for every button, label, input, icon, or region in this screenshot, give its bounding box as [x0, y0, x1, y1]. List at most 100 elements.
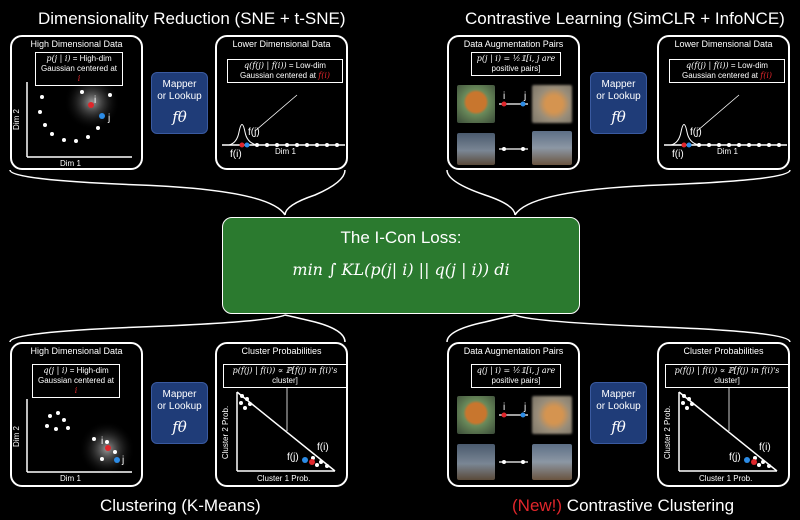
note-math: p(j | i)	[46, 54, 71, 63]
photo-dog-blurred	[532, 85, 572, 123]
axis-dim2: Dim 2	[11, 109, 21, 130]
label-fi: f(i)	[230, 149, 242, 160]
panel-title: Data Augmentation Pairs	[463, 346, 564, 356]
photo-bike-crop	[532, 444, 572, 480]
center-equation: min ∫ KL(p(j| i) || q(j | i)) di	[292, 260, 510, 279]
label-fi: f(i)	[760, 71, 773, 80]
label-fi: f(i)	[318, 71, 331, 80]
label-j: j	[524, 91, 527, 102]
mapper-line2: or Lookup	[157, 401, 202, 412]
note-cluster: p(f(j) | f(i)) ∝ ℙ[f(j) in f(i)'s cluste…	[223, 364, 347, 388]
axis-dim1: Dim 1	[60, 474, 81, 483]
new-tag: (New!)	[512, 496, 563, 515]
note-math: q(j | i)	[43, 366, 68, 375]
label-i: i	[77, 74, 81, 83]
note-text: cluster]	[714, 376, 740, 385]
label-fi: f(i)	[759, 442, 771, 453]
axis-dim1: Dim 1	[60, 159, 81, 168]
axis-dim1: Dim 1	[275, 147, 296, 156]
panel-cluster-probs-bl: Cluster Probabilities p(f(j) | f(i)) ∝ ℙ…	[215, 342, 348, 487]
axis-dim2: Dim 2	[11, 426, 21, 447]
label-fj: f(j)	[248, 127, 260, 138]
panel-title: Lower Dimensional Data	[232, 39, 331, 49]
mapper-line1: Mapper	[162, 79, 197, 90]
note-math: p(f(j) | f(i)) ∝ ℙ[f(j) in f(i)'s	[674, 366, 780, 375]
panel-title: High Dimensional Data	[30, 39, 123, 49]
label-j: j	[122, 455, 125, 466]
photo-dog	[457, 396, 495, 434]
note-q-high-dim: q(j | i) = High-dim Gaussian centered at…	[32, 364, 120, 398]
mapper-line1: Mapper	[162, 389, 197, 400]
label-i: i	[94, 95, 97, 106]
lower-dim-plot	[664, 94, 787, 148]
mapper-bl: Mapper or Lookup fθ	[151, 382, 208, 444]
simplex-plot	[678, 386, 778, 472]
panel-lower-dim-tr: Lower Dimensional Data q(f(j) | f(i)) = …	[657, 35, 790, 170]
panel-aug-pairs-br: Data Augmentation Pairs q(j | i) = ½𝟙[i,…	[447, 342, 580, 487]
lower-dim-plot	[222, 94, 345, 148]
panel-title: Lower Dimensional Data	[674, 39, 773, 49]
mapper-line2: or Lookup	[157, 91, 202, 102]
mapper-line1: Mapper	[601, 389, 636, 400]
photo-bike	[457, 133, 495, 165]
note-aug-p: p(j | i) = ½𝟙[i, j are positive pairs]	[471, 52, 561, 76]
note-text: positive pairs]	[491, 64, 541, 73]
panel-lower-dim: Lower Dimensional Data q(f(j) | f(i)) = …	[215, 35, 348, 170]
axis-cluster2: Cluster 2 Prob.	[663, 405, 673, 460]
note-text: positive pairs]	[491, 376, 541, 385]
panel-cluster-probs-br: Cluster Probabilities p(f(j) | f(i)) ∝ ℙ…	[657, 342, 790, 487]
title-contrastive-learning: Contrastive Learning (SimCLR + InfoNCE)	[465, 9, 785, 28]
note-q-low-dim: q(f(j) | f(i)) = Low-dim Gaussian center…	[669, 59, 785, 83]
note-q-low-dim: q(f(j) | f(i)) = Low-dim Gaussian center…	[227, 59, 343, 83]
note-math: p(j | i) = ½𝟙[i, j are	[476, 54, 556, 63]
label-fi: f(i)	[672, 149, 684, 160]
photo-bike-crop	[532, 131, 572, 165]
photo-dog	[457, 85, 495, 123]
photo-bike	[457, 444, 495, 480]
title-contrastive-clustering-text: Contrastive Clustering	[562, 496, 735, 515]
note-math: q(f(j) | f(i))	[244, 61, 287, 70]
f-theta-symbol: fθ	[172, 108, 187, 126]
panel-high-dim-bl: High Dimensional Data q(j | i) = High-di…	[10, 342, 143, 487]
panel-high-dim-tl: High Dimensional Data p(j | i) = High-di…	[10, 35, 143, 170]
axis-dim1: Dim 1	[717, 147, 738, 156]
axis-cluster1: Cluster 1 Prob.	[257, 474, 311, 483]
panel-title: Data Augmentation Pairs	[463, 39, 564, 49]
label-i: i	[101, 436, 104, 447]
panel-title: High Dimensional Data	[30, 346, 123, 356]
mapper-tr: Mapper or Lookup fθ	[590, 72, 647, 134]
scatter-plot	[26, 399, 135, 477]
photo-dog-blurred	[532, 396, 572, 434]
note-text: Gaussian centered at	[40, 64, 118, 73]
note-text: Gaussian centered at	[37, 376, 115, 385]
mapper-line1: Mapper	[601, 79, 636, 90]
note-cluster: p(f(j) | f(i)) ∝ ℙ[f(j) in f(i)'s cluste…	[665, 364, 789, 388]
f-theta-symbol: fθ	[172, 418, 187, 436]
label-j: j	[524, 402, 527, 413]
panel-title: Cluster Probabilities	[683, 346, 764, 356]
note-math: q(f(j) | f(i))	[686, 61, 729, 70]
label-j: j	[108, 113, 111, 124]
f-theta-symbol: fθ	[611, 108, 626, 126]
mapper-line2: or Lookup	[596, 401, 641, 412]
mapper-line2: or Lookup	[596, 91, 641, 102]
note-text: = High-dim	[67, 366, 109, 375]
note-text: = Low-dim	[728, 61, 768, 70]
mapper-tl: Mapper or Lookup fθ	[151, 72, 208, 134]
note-math: q(j | i) = ½𝟙[i, j are	[476, 366, 556, 375]
center-title: The I-Con Loss:	[340, 228, 462, 247]
pair-links	[499, 101, 528, 151]
note-text: Gaussian centered at	[239, 71, 319, 80]
label-fj: f(j)	[729, 452, 741, 463]
simplex-plot	[236, 386, 336, 472]
label-fi: f(i)	[317, 442, 329, 453]
note-text: = Low-dim	[286, 61, 326, 70]
panel-title: Cluster Probabilities	[241, 346, 322, 356]
panel-aug-pairs-tr: Data Augmentation Pairs p(j | i) = ½𝟙[i,…	[447, 35, 580, 170]
f-theta-symbol: fθ	[611, 418, 626, 436]
note-math: p(f(j) | f(i)) ∝ ℙ[f(j) in f(i)'s	[232, 366, 338, 375]
note-p-high-dim: p(j | i) = High-dim Gaussian centered at…	[35, 52, 123, 86]
pair-links	[499, 412, 528, 464]
scatter-plot	[26, 74, 132, 158]
label-i: i	[74, 386, 78, 395]
